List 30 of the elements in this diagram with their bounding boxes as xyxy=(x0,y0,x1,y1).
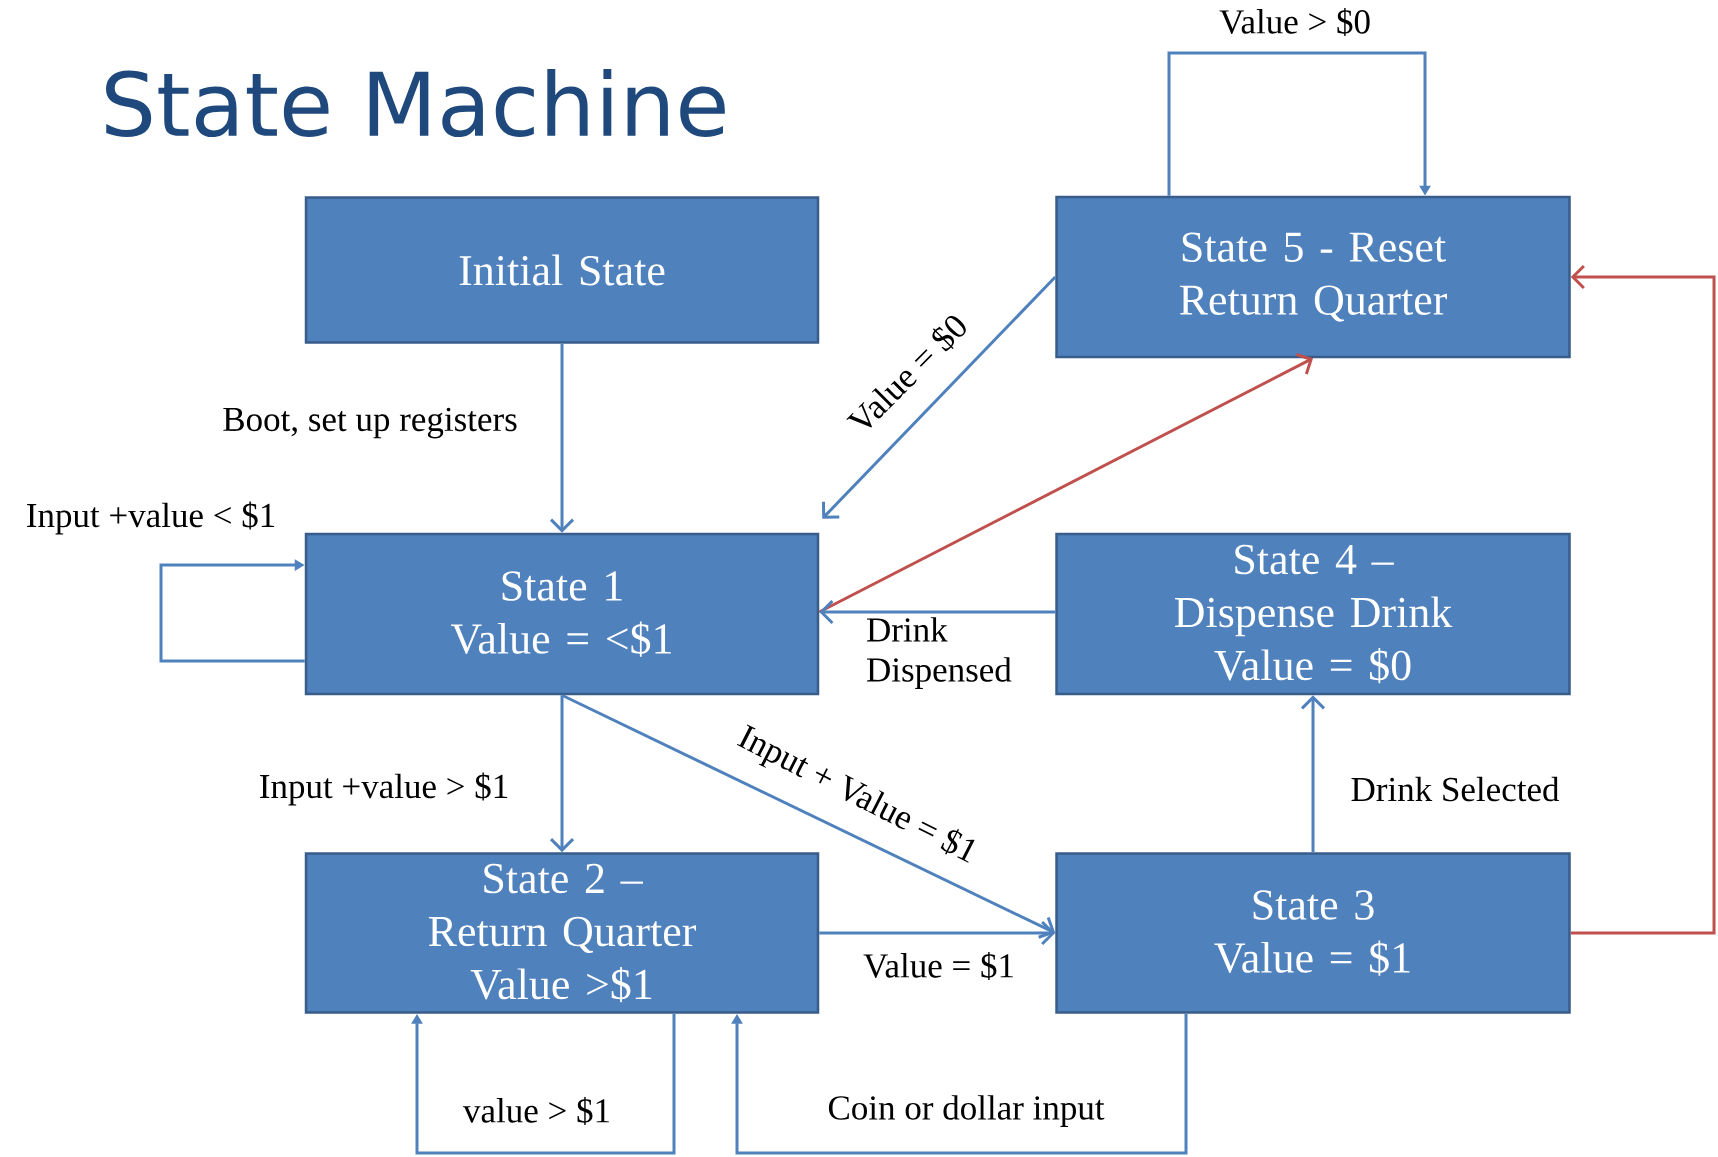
arrow xyxy=(819,599,1056,625)
edge-label: Drink Dispensed xyxy=(865,616,1037,690)
edge-label: Input +value > $1 xyxy=(257,771,511,807)
state-box: State 1 Value = <$1 xyxy=(304,532,820,696)
edge-label: value > $1 xyxy=(462,1096,613,1126)
edge-label: Boot, set up registers xyxy=(221,406,519,440)
arrow xyxy=(411,1013,676,1155)
title: State Machine xyxy=(106,68,725,138)
arrow xyxy=(549,695,575,853)
edge-label: Drink Selected xyxy=(1349,775,1561,803)
arrow xyxy=(1570,264,1716,935)
arrow xyxy=(1167,51,1431,196)
state-box: State 5 - Reset Return Quarter xyxy=(1055,195,1571,359)
arrow xyxy=(821,275,1057,519)
state-box: State 4 – Dispense Drink Value = $0 xyxy=(1055,532,1571,696)
edge-label: Coin or dollar input xyxy=(826,1094,1106,1128)
edge-label: Value > $0 xyxy=(1218,7,1372,37)
edge-label: Value = $0 xyxy=(843,308,974,440)
state-box: State 2 – Return Quarter Value >$1 xyxy=(304,852,820,1014)
state-box: Initial State xyxy=(304,196,820,344)
arrow xyxy=(819,920,1056,946)
arrow xyxy=(818,353,1313,614)
arrow xyxy=(159,559,305,663)
edge-label: Value = $1 xyxy=(862,951,1016,981)
arrow xyxy=(731,1013,1188,1155)
arrow xyxy=(549,343,575,533)
arrow xyxy=(1300,695,1326,853)
arrow xyxy=(561,693,1056,939)
state-box: State 3 Value = $1 xyxy=(1055,852,1571,1014)
edge-label: Input +value < $1 xyxy=(24,500,278,536)
